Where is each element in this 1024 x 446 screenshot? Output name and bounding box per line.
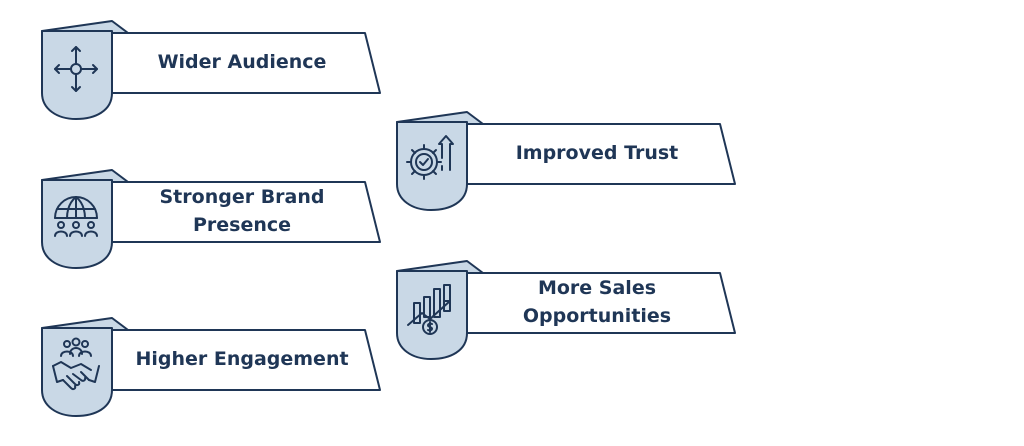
benefit-label: More Sales Opportunities — [522, 277, 672, 327]
gear-check-arrow-icon — [406, 135, 454, 180]
benefit-stronger-brand-presence: Stronger Brand Presence — [40, 169, 385, 275]
benefit-label: Higher Engagement — [135, 348, 349, 370]
benefit-label: Wider Audience — [157, 51, 327, 73]
benefit-label: Stronger Brand Presence — [159, 186, 325, 236]
benefit-label: Improved Trust — [515, 142, 679, 164]
move-arrows-icon — [54, 46, 98, 92]
benefit-more-sales-opportunities: More Sales Opportunities — [395, 260, 740, 366]
handshake-team-icon — [52, 337, 100, 391]
benefit-improved-trust: Improved Trust — [395, 111, 740, 217]
benefit-wider-audience: Wider Audience — [40, 20, 385, 126]
benefit-higher-engagement: Higher Engagement — [40, 317, 385, 423]
growth-chart-dollar-icon — [407, 284, 451, 335]
globe-people-icon — [54, 196, 98, 237]
